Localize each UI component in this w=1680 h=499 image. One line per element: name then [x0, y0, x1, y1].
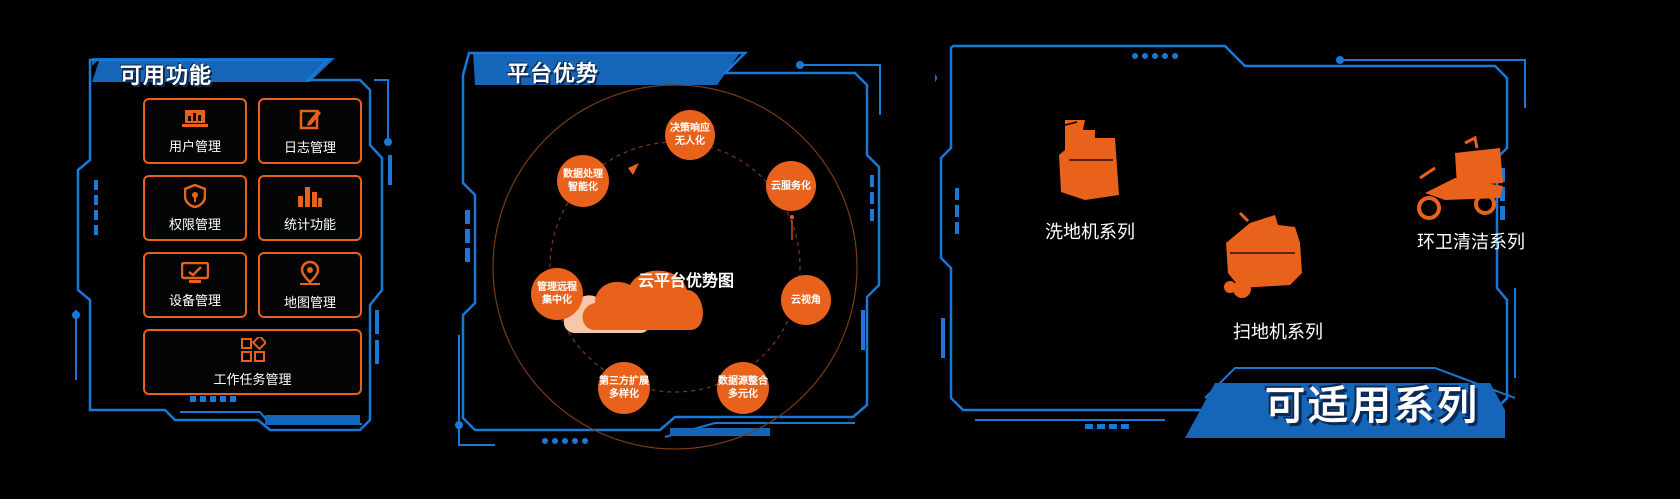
- series-panel: 洗地机系列 扫地机系列 环卫清洁系列 可适用系列: [935, 38, 1610, 463]
- tile-permission-management[interactable]: 权限管理: [143, 175, 247, 241]
- tile-task-management[interactable]: 工作任务管理: [143, 329, 362, 395]
- monitor-icon: [181, 261, 209, 283]
- series-item-sanitation-label: 环卫清洁系列: [1417, 232, 1525, 253]
- node-decision[interactable]: 决策响应无人化: [665, 110, 715, 160]
- sanitation-tricycle-icon: [1417, 135, 1503, 220]
- series-panel-frame: [935, 44, 1526, 438]
- tile-map-management[interactable]: 地图管理: [258, 252, 362, 318]
- node-remote-management-line1: 管理远程: [537, 282, 577, 293]
- laptop-icon: [182, 109, 208, 127]
- advantages-panel: 平台优势 云平台优势图 决策响应无人化 云服务化 云视角 数据源整合多元化 第三…: [455, 45, 895, 460]
- series-panel-title: 可适用系列: [1265, 383, 1480, 429]
- floor-scrubber-icon: [1059, 120, 1119, 200]
- node-third-party[interactable]: 第三方扩展多样化: [598, 362, 650, 414]
- node-cloud-view[interactable]: 云视角: [781, 275, 831, 325]
- cloud-center-label: 云平台优势图: [638, 271, 735, 290]
- grid-tasks-icon: [240, 336, 266, 362]
- map-pin-icon: [300, 260, 320, 285]
- node-data-processing-line2: 智能化: [568, 182, 598, 193]
- advantages-panel-frame: [455, 51, 881, 450]
- tile-statistics-label: 统计功能: [283, 217, 336, 233]
- tile-user-management-label: 用户管理: [168, 139, 221, 155]
- bar-stats-icon: [298, 186, 322, 207]
- functions-panel-title: 可用功能: [120, 64, 213, 89]
- node-cloud-view-line1: 云视角: [791, 294, 821, 306]
- node-third-party-line1: 第三方扩展: [599, 376, 649, 387]
- node-cloud-service-line1: 云服务化: [771, 180, 811, 192]
- tile-permission-management-label: 权限管理: [168, 217, 221, 233]
- tile-map-management-label: 地图管理: [283, 295, 336, 311]
- outer-ring: [492, 84, 858, 450]
- tile-device-management[interactable]: 设备管理: [143, 252, 247, 318]
- tile-log-management-label: 日志管理: [283, 140, 336, 156]
- series-item-floor-scrubber-label: 洗地机系列: [1045, 222, 1135, 243]
- sweeper-icon: [1224, 211, 1302, 298]
- shield-icon: [184, 183, 206, 208]
- advantages-panel-title: 平台优势: [507, 62, 600, 87]
- tile-log-management[interactable]: 日志管理: [258, 98, 362, 164]
- node-data-processing[interactable]: 数据处理智能化: [557, 155, 609, 207]
- functions-panel: 可用功能 用户管理 日志管理 权限管理 统计功能: [70, 50, 420, 455]
- node-decision-line2: 无人化: [675, 136, 705, 147]
- node-data-integration[interactable]: 数据源整合多元化: [717, 362, 769, 414]
- functions-panel-frame: [72, 58, 392, 432]
- node-third-party-line2: 多样化: [609, 389, 639, 400]
- node-data-integration-line1: 数据源整合: [718, 376, 768, 387]
- node-remote-management-line2: 集中化: [542, 295, 572, 306]
- node-cloud-service[interactable]: 云服务化: [766, 161, 816, 211]
- node-data-integration-line2: 多元化: [728, 389, 758, 400]
- series-item-sweeper-label: 扫地机系列: [1233, 322, 1323, 343]
- tile-task-management-label: 工作任务管理: [213, 372, 292, 388]
- edit-log-icon: [299, 109, 321, 129]
- cloud-icon: [563, 270, 703, 333]
- tile-statistics[interactable]: 统计功能: [258, 175, 362, 241]
- tile-device-management-label: 设备管理: [168, 293, 221, 309]
- node-data-processing-line1: 数据处理: [563, 169, 603, 180]
- node-decision-line1: 决策响应: [670, 123, 710, 134]
- inner-ring: [549, 141, 801, 393]
- tile-user-management[interactable]: 用户管理: [143, 98, 247, 164]
- node-remote-management[interactable]: 管理远程集中化: [531, 268, 583, 320]
